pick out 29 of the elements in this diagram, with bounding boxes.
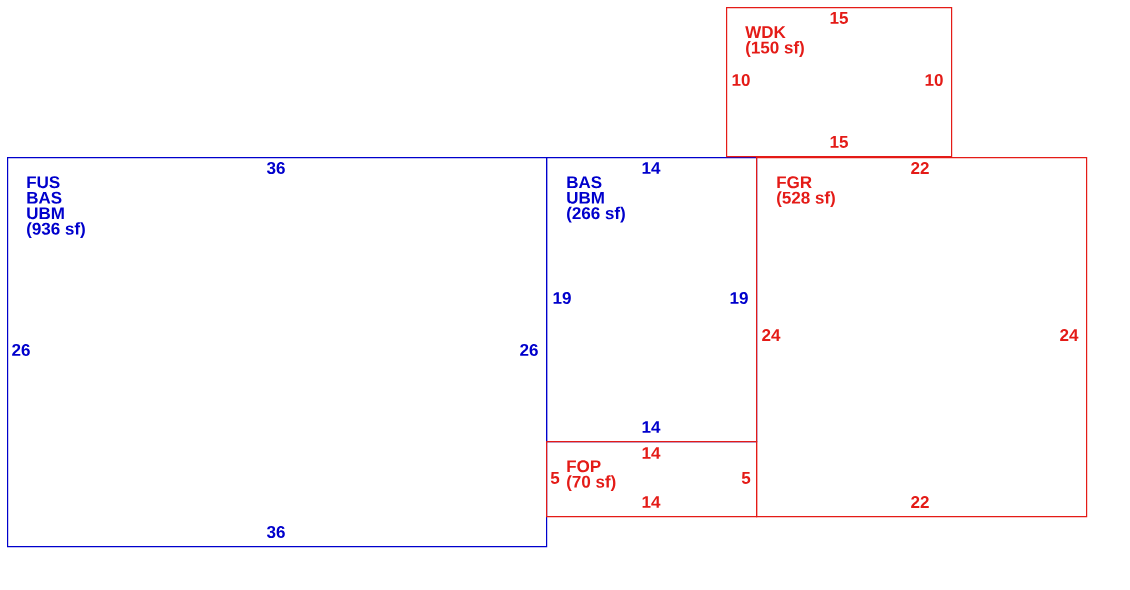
dimension-label: 24	[1060, 329, 1079, 341]
dimension-label: 14	[642, 162, 661, 174]
dimension-label: 5	[741, 472, 751, 484]
room-label: FGR (528 sf)	[777, 176, 835, 208]
node-label: FUS	[27, 176, 60, 189]
node-label: (936 sf)	[27, 222, 85, 239]
dimension-label: 15	[830, 136, 848, 148]
dimension-label: 14	[642, 447, 661, 459]
node-label: BAS	[27, 191, 62, 204]
node-label: UBM	[27, 207, 64, 220]
dimension-label: 26	[12, 344, 30, 357]
dimension-label: 5	[550, 472, 560, 484]
dimension-label: 36	[266, 161, 285, 175]
dimension-label: 19	[553, 292, 571, 305]
dimension-label: 14	[642, 496, 661, 508]
dimension-label: 10	[925, 74, 943, 87]
dimension-label: 10	[732, 74, 750, 87]
dimension-label: 36	[266, 525, 285, 539]
dimension-label: 14	[642, 421, 661, 433]
dimension-label: 22	[911, 162, 929, 174]
dimension-label: 24	[762, 329, 781, 341]
dimension-label: 19	[730, 292, 748, 305]
room-label: BAS UBM (266 sf)	[567, 176, 625, 223]
dimension-label: 15	[830, 12, 848, 24]
room-label: FOP (70 sf)	[567, 460, 616, 492]
room-label: FUS BAS UBM (936 sf)	[27, 176, 85, 239]
room-label: WDK (150 sf)	[745, 26, 804, 57]
dimension-label: 22	[911, 496, 929, 508]
dimension-label: 26	[520, 344, 538, 357]
